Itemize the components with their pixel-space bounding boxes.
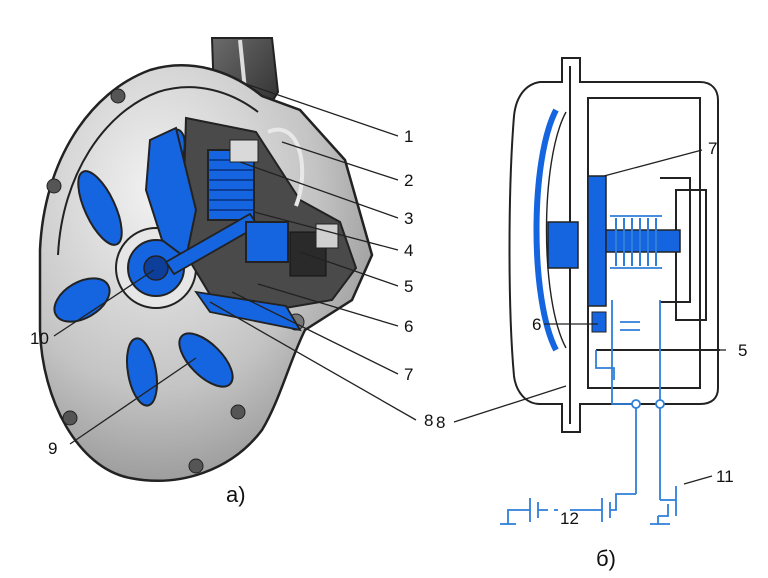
label-1: 1 bbox=[404, 127, 413, 146]
caption-a: а) bbox=[226, 482, 246, 507]
label-3: 3 bbox=[404, 209, 413, 228]
figure-a-labels: 1 2 3 4 5 6 7 8 9 10 а) bbox=[30, 127, 433, 507]
label-b-6: 6 bbox=[532, 315, 541, 334]
label-5: 5 bbox=[404, 277, 413, 296]
figure-b-schematic bbox=[500, 57, 720, 525]
figure-a-leaders bbox=[53, 83, 417, 445]
label-b-8: 8 bbox=[436, 413, 445, 432]
label-8: 8 bbox=[424, 411, 433, 430]
label-4: 4 bbox=[404, 241, 413, 260]
label-b-11: 11 bbox=[716, 467, 734, 486]
figure-a-illustration bbox=[38, 37, 374, 482]
label-10: 10 bbox=[30, 329, 49, 348]
label-6: 6 bbox=[404, 317, 413, 336]
caption-b: б) bbox=[596, 546, 616, 571]
label-b-12: 12 bbox=[560, 509, 579, 528]
label-b-7: 7 bbox=[708, 139, 717, 158]
label-9: 9 bbox=[48, 439, 57, 458]
figure-b-labels: 7 6 5 8 11 12 б) bbox=[436, 139, 747, 571]
figure-b-leaders bbox=[453, 149, 726, 485]
label-2: 2 bbox=[404, 171, 413, 190]
label-b-5: 5 bbox=[738, 341, 747, 360]
label-7: 7 bbox=[404, 365, 413, 384]
